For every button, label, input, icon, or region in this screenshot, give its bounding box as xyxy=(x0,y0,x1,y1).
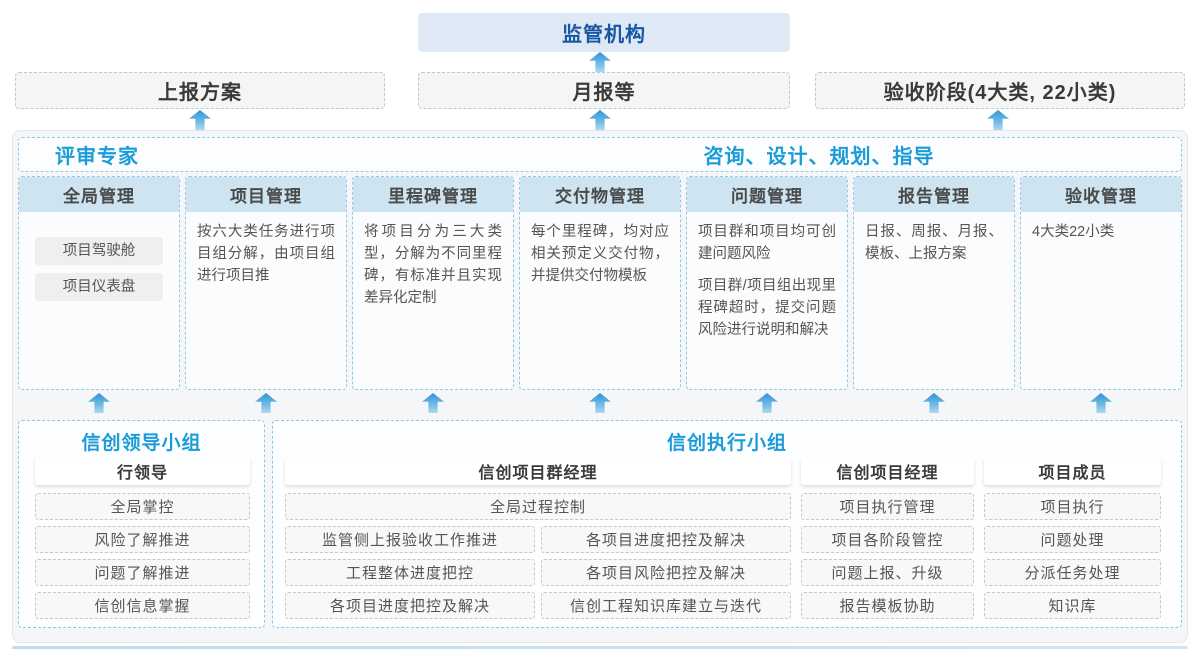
leadership-group-title: 信创领导小组 xyxy=(81,433,202,454)
duty-item: 项目执行管理 xyxy=(801,493,974,520)
duty-item: 项目各阶段管控 xyxy=(801,526,974,553)
column-title: 交付物管理 xyxy=(520,177,680,212)
review-experts-label: 评审专家 xyxy=(55,146,139,168)
column-title: 里程碑管理 xyxy=(353,177,513,212)
column-body: 日报、周报、月报、模板、上报方案 xyxy=(854,212,1014,281)
execution-group: 信创执行小组 信创项目群经理 全局过程控制 监管侧上报验收工作推进 工程整体进度… xyxy=(272,420,1182,628)
role-box-program-manager: 信创项目群经理 xyxy=(285,457,791,485)
column-title: 项目管理 xyxy=(186,177,346,212)
execution-group-title: 信创执行小组 xyxy=(666,433,787,454)
column-description: 按六大类任务进行项目组分解，由项目组进行项目推 xyxy=(197,224,335,285)
duty-item: 各项目进度把控及解决 xyxy=(285,592,535,619)
column-title: 全局管理 xyxy=(19,177,179,212)
column-milestone-management: 里程碑管理 将项目分为三大类型，分解为不同里程碑，有标准并且实现差异化定制 xyxy=(352,176,514,390)
channel-label: 上报方案 xyxy=(158,82,242,104)
column-description: 项目群和项目均可创建问题风险 xyxy=(698,224,836,263)
duty-item: 问题上报、升级 xyxy=(801,559,974,586)
column-body: 按六大类任务进行项目组分解，由项目组进行项目推 xyxy=(186,212,346,303)
feature-chip: 项目驾驶舱 xyxy=(35,237,163,265)
column-description: 4大类22小类 xyxy=(1032,224,1115,240)
channel-box-report-plan: 上报方案 xyxy=(15,72,385,109)
column-global-management: 全局管理 项目驾驶舱 项目仪表盘 xyxy=(18,176,180,390)
column-body: 项目群和项目均可创建问题风险 项目群/项目组出现里程碑超时，提交问题风险进行说明… xyxy=(687,212,847,357)
feature-chip: 项目仪表盘 xyxy=(35,273,163,301)
column-title: 报告管理 xyxy=(854,177,1014,212)
role-box-bank-leaders: 行领导 xyxy=(35,457,250,485)
column-title: 验收管理 xyxy=(1021,177,1181,212)
column-description: 将项目分为三大类型，分解为不同里程碑，有标准并且实现差异化定制 xyxy=(364,224,502,307)
regulator-box: 监管机构 xyxy=(418,13,790,52)
column-project-management: 项目管理 按六大类任务进行项目组分解，由项目组进行项目推 xyxy=(185,176,347,390)
regulator-label: 监管机构 xyxy=(562,24,646,46)
duty-item: 监管侧上报验收工作推进 xyxy=(285,526,535,553)
bottom-accent-line xyxy=(12,646,1188,649)
column-body: 项目驾驶舱 项目仪表盘 xyxy=(19,212,179,313)
duty-item: 全局掌控 xyxy=(35,493,250,520)
channel-box-monthly-report: 月报等 xyxy=(418,72,790,109)
duty-item: 各项目进度把控及解决 xyxy=(541,526,791,553)
column-acceptance-management: 验收管理 4大类22小类 xyxy=(1020,176,1182,390)
column-deliverable-management: 交付物管理 每个里程碑，均对应相关预定义交付物，并提供交付物模板 xyxy=(519,176,681,390)
role-box-project-manager: 信创项目经理 xyxy=(801,457,974,485)
advisory-label: 咨询、设计、规划、指导 xyxy=(703,146,935,168)
channel-label: 月报等 xyxy=(572,82,636,104)
column-body: 每个里程碑，均对应相关预定义交付物，并提供交付物模板 xyxy=(520,212,680,303)
column-body: 将项目分为三大类型，分解为不同里程碑，有标准并且实现差异化定制 xyxy=(353,212,513,325)
column-description: 项目群/项目组出现里程碑超时，提交问题风险进行说明和解决 xyxy=(698,278,836,339)
channel-label: 验收阶段(4大类, 22小类) xyxy=(883,82,1117,104)
arrow-up-icon xyxy=(589,110,611,130)
duty-item: 项目执行 xyxy=(984,493,1161,520)
duty-item: 报告模板协助 xyxy=(801,592,974,619)
duty-item: 工程整体进度把控 xyxy=(285,559,535,586)
channel-box-acceptance-phase: 验收阶段(4大类, 22小类) xyxy=(815,72,1185,109)
duty-item: 各项目风险把控及解决 xyxy=(541,559,791,586)
leadership-group: 信创领导小组 行领导 全局掌控 风险了解推进 问题了解推进 信创信息掌握 xyxy=(18,420,265,628)
column-description: 每个里程碑，均对应相关预定义交付物，并提供交付物模板 xyxy=(531,224,669,285)
column-report-management: 报告管理 日报、周报、月报、模板、上报方案 xyxy=(853,176,1015,390)
duty-item: 全局过程控制 xyxy=(285,493,791,520)
column-description: 日报、周报、月报、模板、上报方案 xyxy=(865,224,1003,263)
column-body: 4大类22小类 xyxy=(1021,212,1181,259)
arrow-up-icon xyxy=(189,110,211,130)
duty-item: 风险了解推进 xyxy=(35,526,250,553)
duty-item: 分派任务处理 xyxy=(984,559,1161,586)
column-issue-management: 问题管理 项目群和项目均可创建问题风险 项目群/项目组出现里程碑超时，提交问题风… xyxy=(686,176,848,390)
duty-item: 问题了解推进 xyxy=(35,559,250,586)
panel-header-strip: 评审专家 咨询、设计、规划、指导 xyxy=(18,137,1182,172)
duty-item: 知识库 xyxy=(984,592,1161,619)
role-box-project-members: 项目成员 xyxy=(984,457,1161,485)
duty-item: 信创信息掌握 xyxy=(35,592,250,619)
arrow-up-icon xyxy=(987,110,1009,130)
management-columns: 全局管理 项目驾驶舱 项目仪表盘 项目管理 按六大类任务进行项目组分解，由项目组… xyxy=(18,176,1182,390)
column-title: 问题管理 xyxy=(687,177,847,212)
duty-item: 信创工程知识库建立与迭代 xyxy=(541,592,791,619)
duty-item: 问题处理 xyxy=(984,526,1161,553)
arrow-up-icon xyxy=(589,52,611,72)
